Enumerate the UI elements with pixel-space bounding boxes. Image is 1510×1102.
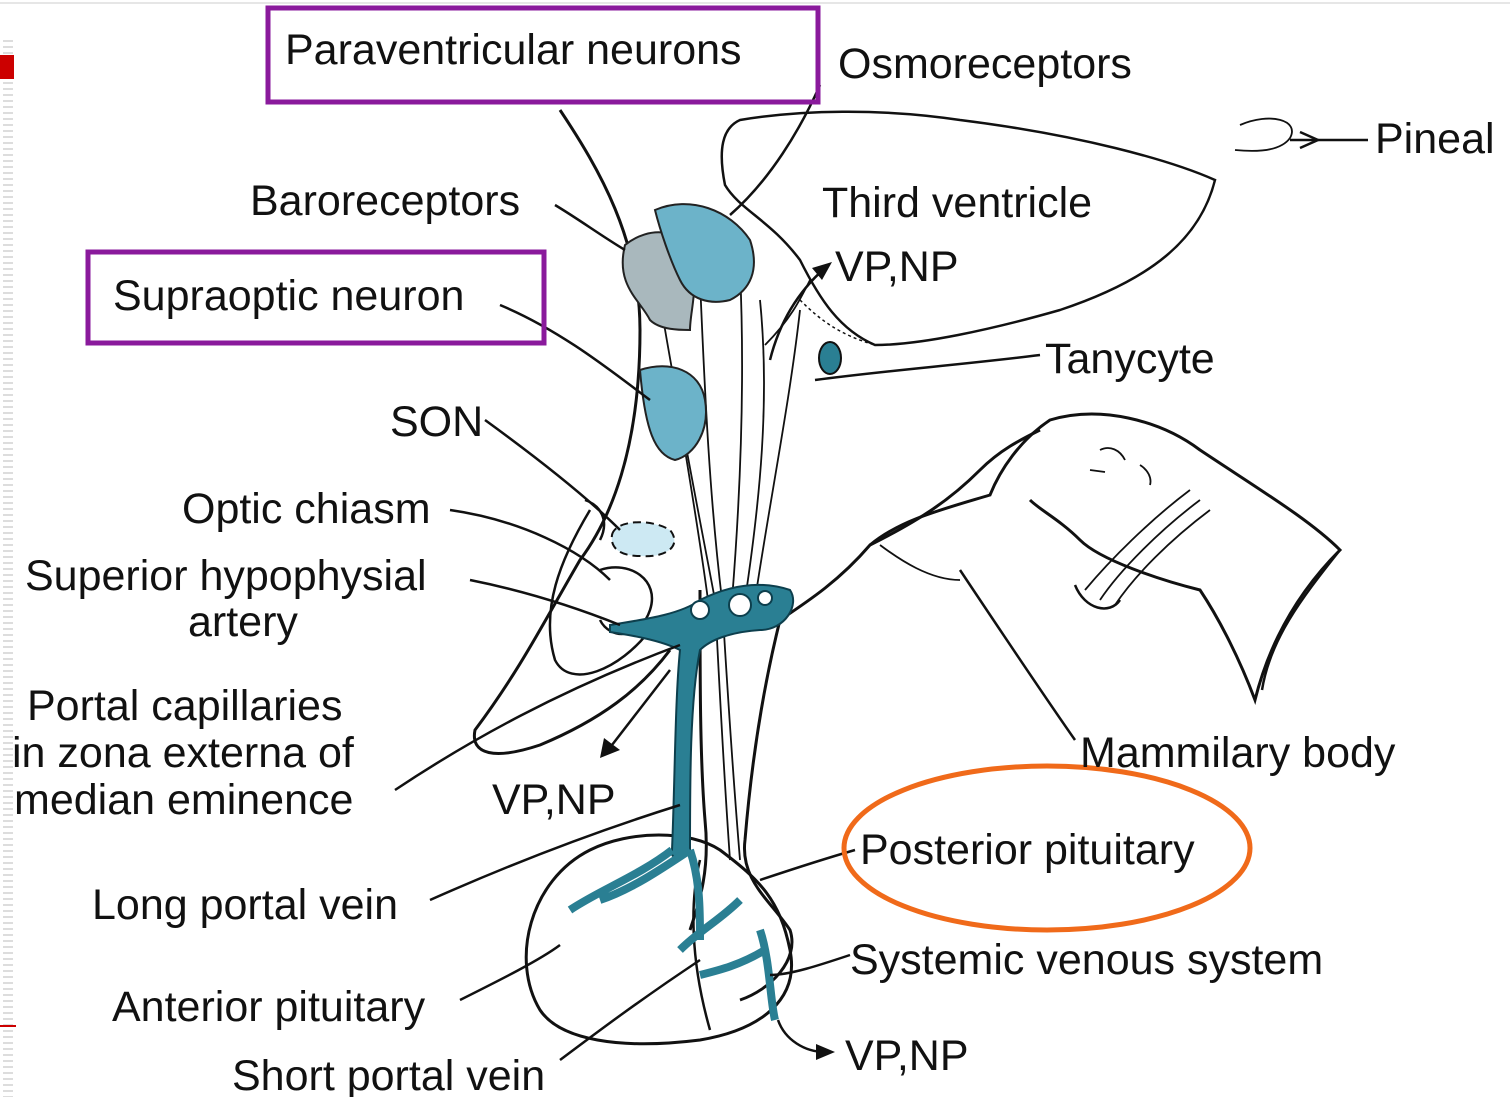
mammillary-tract-3 xyxy=(1115,510,1210,605)
leader-optic-chiasm xyxy=(450,510,610,580)
mammilary-fold xyxy=(1262,550,1340,690)
leader-anterior-pituitary xyxy=(460,945,560,1000)
label-tanycyte: Tanycyte xyxy=(1045,335,1215,383)
mammillary-dash-2 xyxy=(1140,465,1151,485)
slide-marker xyxy=(0,55,14,79)
leader-mammilary xyxy=(960,570,1075,740)
leader-tanycyte xyxy=(815,355,1040,380)
label-systemic-venous: Systemic venous system xyxy=(850,936,1323,984)
label-third-ventricle: Third ventricle xyxy=(822,179,1092,227)
label-osmoreceptors: Osmoreceptors xyxy=(838,40,1132,88)
arrow-vpnp-top xyxy=(770,268,825,360)
label-vpnp-middle: VP,NP xyxy=(492,776,616,824)
mammillary-dash-3 xyxy=(1090,470,1105,472)
mammillary-inner xyxy=(880,545,960,580)
leader-son xyxy=(485,420,620,530)
label-portal-capillaries-line1: Portal capillaries xyxy=(27,682,342,730)
tanycyte-cell xyxy=(819,342,841,374)
leader-baroreceptors xyxy=(555,205,625,250)
label-portal-capillaries-line3: median eminence xyxy=(14,776,353,824)
label-pineal: Pineal xyxy=(1375,115,1495,163)
arrow-vpnp-bottom-head xyxy=(816,1044,835,1060)
leader-posterior-pituitary xyxy=(760,850,855,880)
label-supraoptic: Supraoptic neuron xyxy=(113,272,464,320)
plexus-lumen-1 xyxy=(691,601,709,619)
son-nucleus xyxy=(612,522,675,556)
long-portal-branches xyxy=(570,850,700,940)
leader-short-portal xyxy=(560,960,700,1060)
label-portal-capillaries-line2: in zona externa of xyxy=(12,729,355,777)
label-baroreceptors: Baroreceptors xyxy=(250,177,520,225)
label-superior-hypophysial-line2: artery xyxy=(188,598,298,646)
mammillary-stem xyxy=(1075,585,1120,608)
label-vpnp-bottom: VP,NP xyxy=(845,1032,969,1080)
plexus-lumen-2 xyxy=(729,594,751,616)
label-anterior-pituitary: Anterior pituitary xyxy=(112,983,426,1031)
label-long-portal-vein: Long portal vein xyxy=(92,881,398,929)
supraoptic-cell xyxy=(640,366,706,460)
leader-supraoptic xyxy=(500,305,650,400)
axon-3 xyxy=(732,270,742,600)
label-optic-chiasm: Optic chiasm xyxy=(182,485,431,533)
floor-outline xyxy=(780,430,1040,620)
label-posterior-pituitary: Posterior pituitary xyxy=(860,826,1195,874)
mammilary-body-shape xyxy=(870,414,1340,700)
label-paraventricular: Paraventricular neurons xyxy=(285,26,742,74)
label-mammilary-body: Mammilary body xyxy=(1080,729,1396,777)
third-ventricle-shape xyxy=(722,112,1215,345)
leader-portal-capillaries xyxy=(395,645,680,790)
arrow-vpnp-middle-head xyxy=(600,738,620,758)
label-short-portal-vein: Short portal vein xyxy=(232,1052,545,1097)
plexus-lumen-3 xyxy=(758,591,772,605)
label-son: SON xyxy=(390,398,483,446)
label-vpnp-top: VP,NP xyxy=(835,243,959,291)
mammillary-dash-1 xyxy=(1100,448,1125,460)
label-superior-hypophysial-line1: Superior hypophysial xyxy=(25,552,427,600)
pineal-shape xyxy=(1235,119,1292,151)
